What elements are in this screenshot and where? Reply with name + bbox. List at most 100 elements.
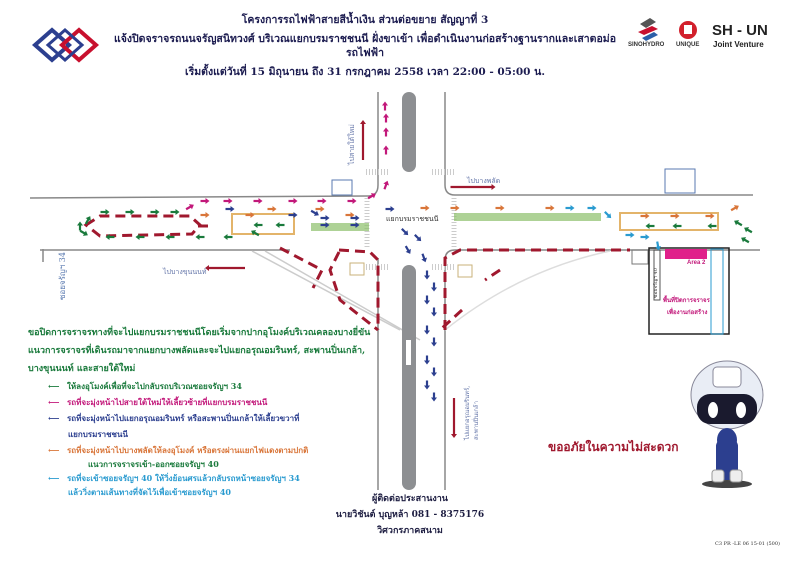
label-closed-area-1: พื้นที่ปิดการจราจร [663, 297, 710, 304]
traffic-arrow [431, 392, 437, 402]
traffic-arrow [350, 222, 360, 228]
traffic-arrow [77, 221, 83, 231]
jv-subtitle: Joint Venture [713, 40, 764, 49]
work-zones [231, 168, 730, 335]
traffic-arrow [495, 205, 505, 211]
traffic-arrow [741, 237, 750, 244]
traffic-arrow [672, 223, 682, 229]
sinohydro-logo [638, 18, 658, 41]
label-closed-area-2: เพื่องานก่อสร้าง [667, 309, 708, 316]
traffic-arrow [170, 209, 180, 215]
traffic-arrow [604, 211, 612, 219]
traffic-arrow [424, 355, 430, 365]
legend-item-soi40-cont: แล้ววิ่งตามเส้นทางที่จัดไว้เพื่อเข้าซอยจ… [68, 487, 231, 497]
label-intersection: แยกบรมราชชนนี [386, 215, 439, 223]
arrow-left-icon: ⟵ [48, 413, 60, 423]
legend-item: ⟵รถที่จะมุ่งหน้าไปสายใต้ใหม่ให้เลี้ยวซ้า… [48, 397, 268, 407]
mrt-logo [31, 27, 100, 63]
traffic-arrow [404, 245, 411, 254]
traffic-arrow [320, 222, 330, 228]
traffic-arrow [367, 193, 376, 200]
traffic-arrow [125, 209, 135, 215]
document-code: C3 PR -LE 06 15-01 (500) [715, 541, 780, 547]
traffic-arrow [360, 120, 366, 160]
traffic-arrow [401, 228, 409, 236]
traffic-arrow [350, 215, 360, 221]
traffic-arrow [251, 230, 260, 237]
traffic-arrow [383, 127, 389, 137]
road-network [29, 92, 760, 490]
traffic-arrow [320, 215, 330, 221]
label-soi-34: ซอยจรัญฯ 34 [58, 252, 67, 300]
legend-item-cont: แยกบรมราชชนนี [68, 429, 128, 439]
median [402, 92, 416, 490]
traffic-arrow [421, 253, 427, 263]
traffic-arrow [253, 198, 263, 204]
traffic-arrow [185, 204, 194, 211]
traffic-arrow [645, 223, 655, 229]
traffic-arrow [450, 184, 496, 190]
notice-line-2: แนวการจราจรที่เดินรถมาจากแยกบางพลัดและจะ… [28, 346, 366, 356]
traffic-arrow [705, 213, 715, 219]
traffic-arrow [424, 295, 430, 305]
traffic-arrow [253, 222, 263, 228]
title-line-2: แจ้งปิดจราจรถนนจรัญสนิทวงศ์ บริเวณแยกบรม… [113, 33, 617, 59]
traffic-arrow [345, 212, 355, 218]
traffic-arrow [545, 205, 555, 211]
traffic-arrow [640, 213, 650, 219]
traffic-arrow [450, 205, 460, 211]
notice-line-1: ขอปิดการจราจรทางที่จะไปแยกบรมราชชนนีโดยเ… [28, 328, 371, 338]
traffic-arrow [431, 337, 437, 347]
label-area-2: Area 2 [687, 260, 706, 266]
traffic-arrow [79, 229, 88, 236]
traffic-arrow [587, 205, 597, 211]
unique-label: UNIQUE [676, 42, 700, 48]
traffic-arrow [424, 270, 430, 280]
traffic-arrow [431, 307, 437, 317]
traffic-arrow [200, 212, 210, 218]
traffic-arrow [382, 101, 388, 111]
traffic-arrow [223, 234, 233, 240]
traffic-arrow [670, 213, 680, 219]
contact-heading: ผู้ติดต่อประสานงาน [372, 494, 448, 504]
arrow-left-icon: ⟵ [48, 397, 60, 407]
traffic-arrow [734, 220, 743, 227]
traffic-arrow [225, 206, 235, 212]
legend-item-soi40: ⟵รถที่จะเข้าซอยจรัญฯ 40 ให้วิ่งย้อนศรแล้… [48, 473, 300, 483]
traffic-arrow [195, 234, 205, 240]
traffic-arrow [655, 241, 662, 251]
traffic-arrow [150, 209, 160, 215]
traffic-arrow [625, 232, 635, 238]
traffic-arrow [431, 282, 437, 292]
traffic-arrow [100, 209, 110, 215]
traffic-arrow [317, 198, 327, 204]
sinohydro-label: SINOHYDRO [628, 42, 665, 48]
traffic-arrow [414, 234, 422, 242]
mascot-illustration [690, 360, 764, 488]
label-to-bang-phlat: ไปบางพลัด [467, 177, 501, 185]
traffic-arrow [267, 206, 277, 212]
traffic-arrow [431, 367, 437, 377]
traffic-arrow [640, 234, 650, 240]
traffic-arrow [385, 206, 395, 212]
title-block: โครงการรถไฟฟ้าสายสีน้ำเงิน ส่วนต่อขยาย ส… [112, 13, 618, 84]
traffic-arrow [275, 222, 285, 228]
traffic-arrow [744, 227, 753, 234]
traffic-arrow [165, 234, 175, 240]
traffic-arrow [424, 325, 430, 335]
soi40-heading: แนวการจราจรเข้า-ออกซอยจรัญฯ 40 [88, 459, 219, 469]
label-to-sai-tai-mai: ไปสายใต้ใหม่ [348, 124, 356, 165]
traffic-arrow [383, 113, 389, 123]
traffic-arrow [424, 380, 430, 390]
traffic-arrow [205, 265, 245, 271]
contact-name-phone: นายวิชันต์ บุญหล้า 081 - 8375176 [335, 510, 485, 520]
traffic-arrow [84, 216, 91, 225]
traffic-arrow [105, 234, 115, 240]
contact-role: วิศวกรภาคสนาม [377, 526, 443, 536]
traffic-arrow [310, 209, 319, 216]
traffic-arrow [451, 398, 457, 438]
label-to-pinklao: สะพานปิ่นเกล้า [473, 401, 480, 440]
traffic-arrow [200, 198, 210, 204]
